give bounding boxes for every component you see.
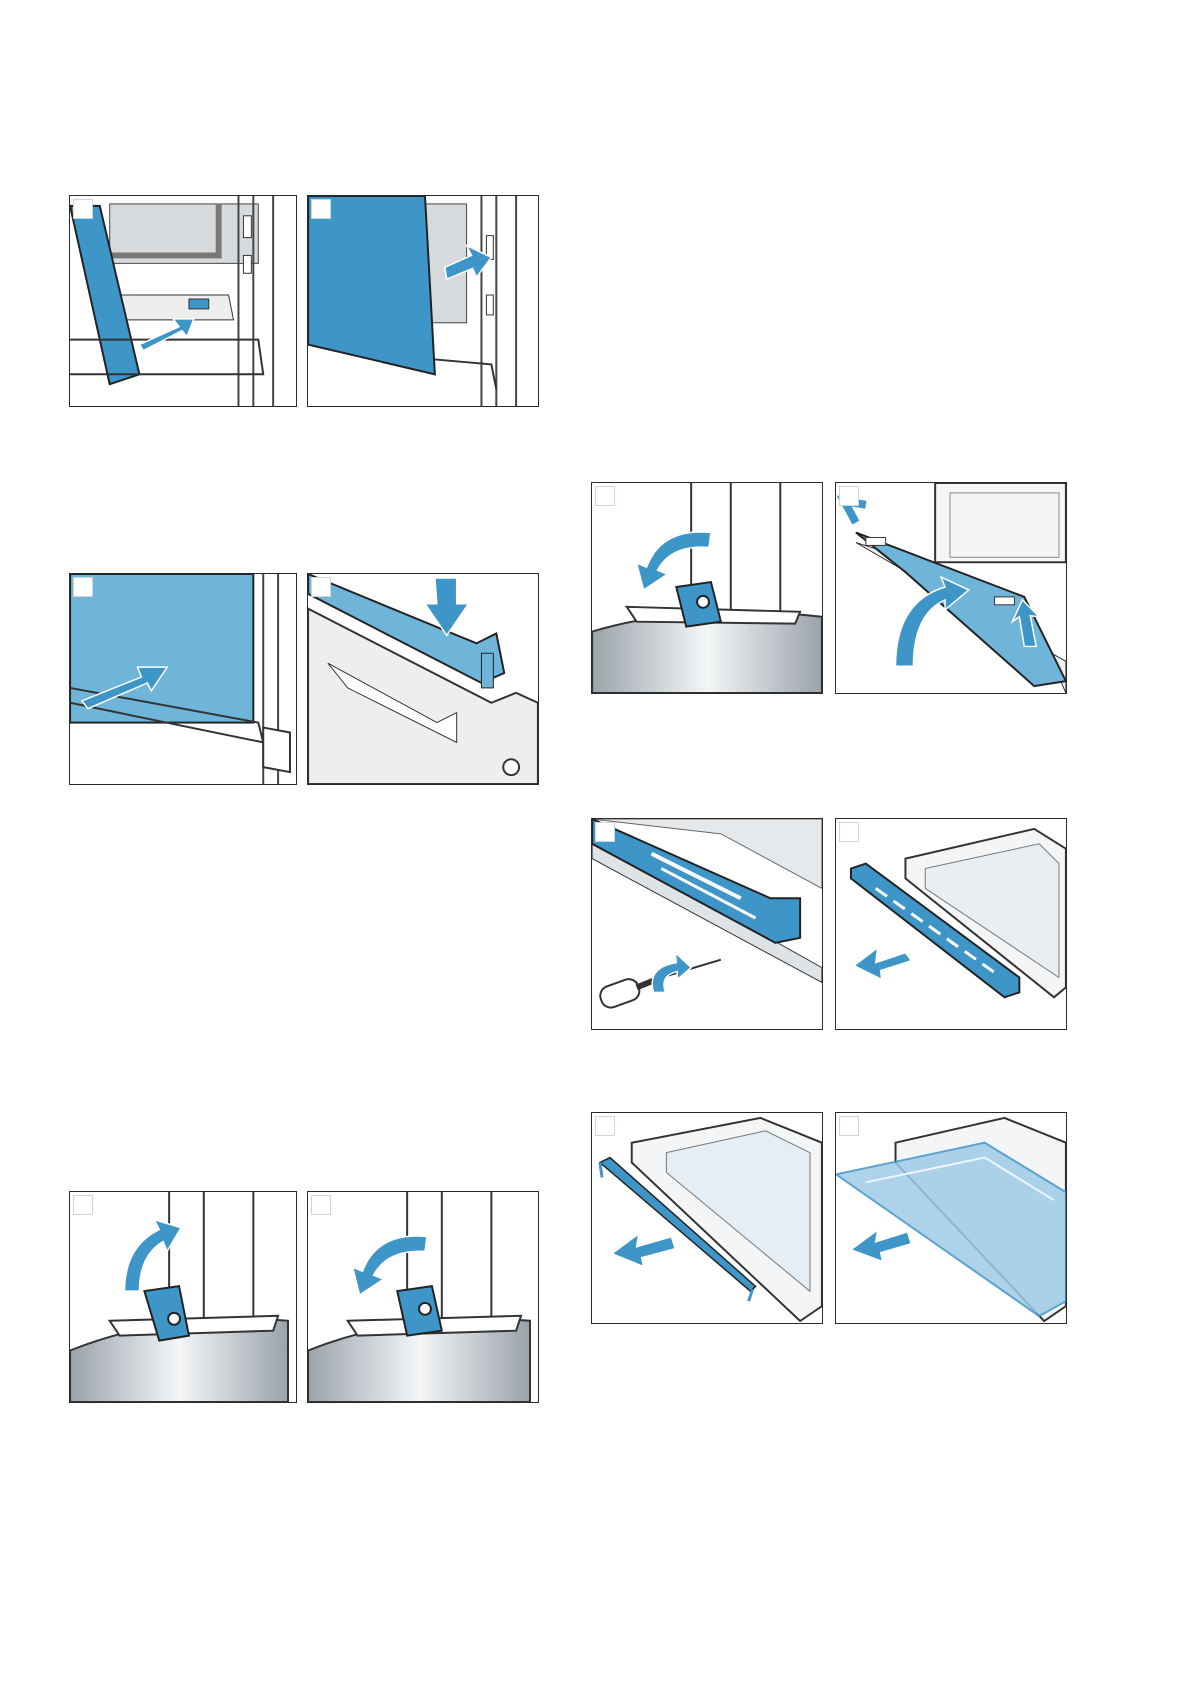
door-lift-off-arrow-icon [836, 483, 1066, 693]
figure-cover-press-down [307, 573, 539, 785]
figure-tag [73, 199, 93, 219]
figure-tag [595, 822, 615, 842]
figure-tag [839, 486, 859, 506]
glass-pane-slide-out-arrow-icon [836, 1113, 1066, 1323]
strip-pull-out-arrow-icon [592, 1113, 822, 1323]
figure-tag [595, 1116, 615, 1136]
trim-remove-arrow-icon [836, 819, 1066, 1029]
figure-hinge-lever-close [307, 1191, 539, 1403]
screwdriver-unscrew-arrow-icon [592, 819, 822, 1029]
door-slide-right-arrow-icon [308, 196, 538, 406]
figure-strip-pull-out [591, 1112, 823, 1324]
page-footer [0, 1677, 1191, 1685]
figure-screwdriver-unscrew [591, 818, 823, 1030]
figure-tag [311, 577, 331, 597]
figure-tag [595, 486, 615, 506]
figure-tag [311, 199, 331, 219]
hinge-lever-rotate-arrow-icon [592, 483, 822, 693]
hinge-lever-open-arrow-icon [70, 1192, 296, 1402]
figure-tag [73, 577, 93, 597]
door-push-in-arrow-icon [70, 574, 296, 784]
figure-trim-remove [835, 818, 1067, 1030]
figure-hinge-lever-open [69, 1191, 297, 1403]
figure-hinge-lever-rotate [591, 482, 823, 694]
figure-door-hinge-push [69, 195, 297, 407]
figure-tag [839, 822, 859, 842]
figure-tag [73, 1195, 93, 1215]
hinge-lever-close-arrow-icon [308, 1192, 538, 1402]
figure-tag [311, 1195, 331, 1215]
cover-press-down-arrow-icon [308, 574, 538, 784]
figure-door-push-in [69, 573, 297, 785]
figure-door-lift-off [835, 482, 1067, 694]
figure-door-slide-right [307, 195, 539, 407]
door-hinge-push-arrow-icon [70, 196, 296, 406]
figure-glass-pane-slide-out [835, 1112, 1067, 1324]
figure-tag [839, 1116, 859, 1136]
